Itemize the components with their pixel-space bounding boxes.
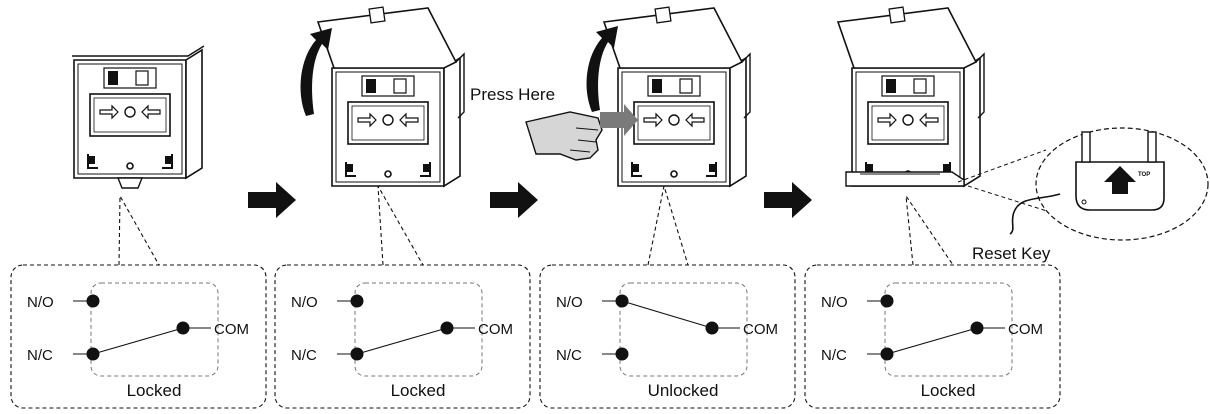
switch-panel-3: N/O N/C COM Unlocked (539, 185, 796, 409)
panel-frame (10, 264, 267, 409)
switch-blade (886, 327, 978, 355)
key-top-text: TOP (1138, 172, 1150, 178)
panel-frame (539, 264, 796, 409)
reset-key-callout: TOP (957, 127, 1209, 241)
nc-label: N/C (556, 347, 582, 364)
no-contact (350, 294, 364, 308)
switch-frame (354, 282, 483, 377)
nc-contact (86, 347, 100, 361)
nc-label: N/C (291, 347, 317, 364)
hand-icon (525, 111, 603, 161)
com-contact (176, 321, 190, 335)
panel-frame (804, 264, 1061, 409)
no-label: N/O (821, 294, 848, 311)
device-3-open-lid (603, 6, 751, 187)
com-label: COM (478, 321, 513, 338)
panel-pointer (118, 193, 160, 266)
no-label: N/O (556, 294, 583, 311)
switch-panel-2: N/O N/C COM Locked (274, 185, 531, 409)
panel-pointer (647, 185, 689, 266)
switch-blade (92, 327, 184, 355)
step-arrow-3-icon (764, 182, 812, 218)
device-1-closed (72, 45, 205, 189)
step-arrow-2-icon (490, 182, 538, 218)
panel-frame (274, 264, 531, 409)
device-4-open-lid (837, 6, 985, 187)
com-contact (970, 321, 984, 335)
panel-pointer (377, 185, 424, 266)
no-contact (86, 294, 100, 308)
no-contact (615, 294, 629, 308)
nc-contact (350, 347, 364, 361)
nc-contact (615, 347, 629, 361)
no-label: N/O (291, 294, 318, 311)
press-here-label: Press Here (470, 85, 555, 104)
com-contact (440, 321, 454, 335)
state-label: Locked (127, 381, 182, 400)
no-contact (880, 294, 894, 308)
switch-panels: N/O N/C COM Locked N/O N/C COM Locked N/O N/C COM U… (10, 185, 1061, 409)
nc-label: N/C (27, 347, 53, 364)
switch-blade (621, 300, 713, 329)
nc-contact (880, 347, 894, 361)
switch-blade (356, 327, 448, 355)
step-arrow-1-icon (248, 182, 296, 218)
lift-arrow-icon (300, 28, 332, 116)
state-label: Locked (921, 381, 976, 400)
switch-frame (90, 282, 219, 377)
com-label: COM (1008, 321, 1043, 338)
lift-arrow-2-icon (586, 26, 618, 112)
switch-frame (884, 282, 1013, 377)
state-label: Unlocked (648, 381, 719, 400)
switch-frame (619, 282, 748, 377)
com-label: COM (214, 321, 249, 338)
press-arrow-icon (600, 104, 638, 136)
panel-pointer (905, 195, 954, 266)
reset-key-label: Reset Key (972, 244, 1051, 263)
com-contact (705, 321, 719, 335)
switch-panel-4: N/O N/C COM Locked (804, 195, 1061, 409)
com-label: COM (743, 321, 778, 338)
no-label: N/O (27, 294, 54, 311)
switch-panel-1: N/O N/C COM Locked (10, 193, 267, 409)
nc-label: N/C (821, 347, 847, 364)
device-2-open-lid (317, 6, 465, 187)
state-label: Locked (391, 381, 446, 400)
